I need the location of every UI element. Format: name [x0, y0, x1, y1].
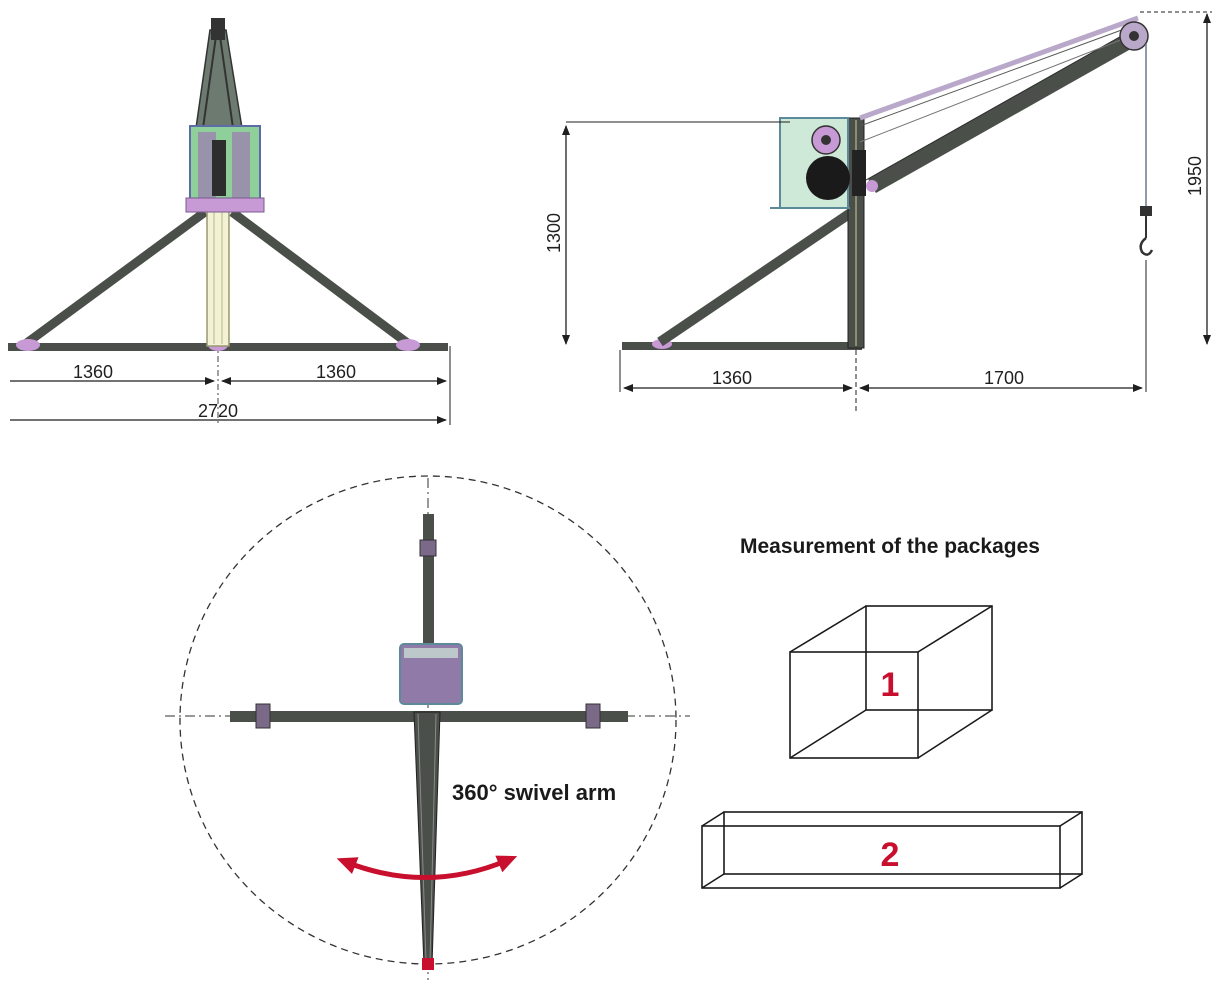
front-base-plate [185, 197, 265, 213]
front-base-rail [8, 343, 448, 351]
top-upper-rail [423, 514, 434, 654]
package-1-box [789, 605, 993, 759]
swivel-label: 360° swivel arm [452, 780, 616, 805]
front-view: 1360 1360 2720 [8, 18, 451, 425]
front-boom [195, 29, 243, 129]
side-dim-1950-label: 1950 [1185, 156, 1205, 196]
package-2-label: 2 [881, 836, 900, 874]
front-right-foot [396, 339, 420, 351]
side-winch-drum [806, 156, 850, 200]
package-2-box [701, 811, 1083, 889]
side-dim-1300-label: 1300 [544, 213, 564, 253]
front-dim-total-label: 2720 [198, 401, 238, 421]
side-dim-1700-label: 1700 [984, 368, 1024, 388]
front-dim-right-label: 1360 [316, 362, 356, 382]
package-1-label: 1 [881, 666, 900, 704]
front-right-leg [229, 208, 413, 349]
side-diagonal-support [657, 207, 855, 347]
side-hook [1139, 237, 1154, 256]
swivel-arrow [336, 855, 518, 880]
top-view: 360° swivel arm [165, 475, 690, 980]
front-left-foot [16, 339, 40, 351]
side-boom [868, 31, 1138, 193]
side-base-rail [622, 342, 862, 350]
side-view: 1300 1950 1360 1700 [544, 11, 1212, 412]
front-left-leg [21, 208, 208, 349]
top-boom-arm [413, 711, 441, 967]
front-boom-tip [211, 18, 225, 40]
front-mast [206, 209, 230, 347]
packages-section: Measurement of the packages 1 2 [701, 535, 1083, 889]
top-winch-box [399, 643, 463, 705]
packages-heading: Measurement of the packages [740, 535, 1040, 558]
side-tie-rod [859, 15, 1139, 121]
side-dim-1360-label: 1360 [712, 368, 752, 388]
front-dim-left-label: 1360 [73, 362, 113, 382]
